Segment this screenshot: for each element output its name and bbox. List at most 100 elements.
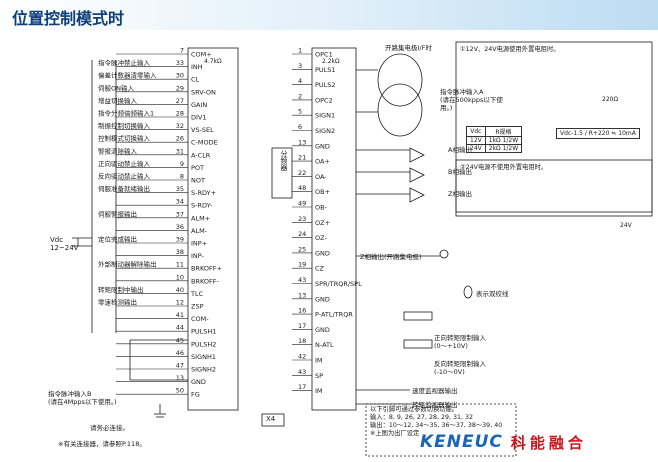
- pulse-input-a: 指令脉冲输入A (请在500kpps以下使用。): [440, 88, 510, 112]
- b-phase-label: B相输出: [448, 168, 472, 176]
- left-pin-name: SIGNH2: [191, 366, 216, 374]
- left-pin-number: 40: [176, 286, 184, 294]
- right-pin-number: 16: [298, 307, 306, 315]
- left-pin-number: 12: [176, 299, 184, 307]
- speed-monitor-label: 速度监视器输出: [412, 387, 458, 395]
- left-pin-number: 32: [176, 122, 184, 130]
- left-pin-number: 26: [176, 135, 184, 143]
- vdc-formula: Vdc-1.5 / R+220 ≒ 10mA: [556, 128, 640, 139]
- left-pin-desc: 指令脉冲禁止输入: [98, 58, 151, 67]
- left-pin-number: 27: [176, 97, 184, 105]
- note2-title: ②24V电源不使用外置电阻时。: [460, 164, 548, 171]
- left-pin-name: POT: [191, 164, 204, 172]
- right-pin-number: 25: [298, 245, 306, 253]
- right-pin-number: 4: [298, 77, 302, 85]
- right-pin-number: 6: [298, 123, 302, 131]
- note1-title: ①12V、24V电源使用外置电阻时。: [460, 46, 560, 53]
- title-bar: 位置控制模式时: [0, 0, 658, 30]
- right-pin-number: 43: [298, 276, 306, 284]
- left-pin-name: GND: [191, 378, 206, 386]
- left-pin-number: 34: [176, 198, 184, 206]
- right-pin-name: OPC2: [315, 96, 333, 104]
- left-pin-name: FG: [191, 391, 200, 399]
- left-pin-desc: 伺服准备就绪输出: [98, 184, 150, 193]
- left-pin-number: 13: [176, 374, 184, 382]
- left-pin-desc: 外部制动器解除输出: [98, 260, 157, 269]
- left-pin-desc: 正向驱动禁止输入: [98, 159, 151, 168]
- right-pin-name: CZ: [315, 265, 325, 273]
- divider-block: [271, 147, 293, 199]
- vdc-label: Vdc 12~24V: [50, 236, 78, 252]
- torque-monitor-label: 转矩监视器输出: [412, 401, 458, 409]
- vdc-range-text: 12~24V: [50, 244, 79, 252]
- neg-torque-limit: 反向转矩限制输入 (-10～0V): [434, 360, 486, 376]
- left-pin-number: 41: [176, 311, 184, 319]
- left-pin-desc: 偏差计数器清零输入: [98, 71, 157, 80]
- left-pin-number: 45: [176, 336, 184, 344]
- left-pin-name: BRKOFF-: [191, 277, 219, 285]
- right-pin-number: 48: [298, 184, 306, 192]
- right-connector-block: [311, 47, 357, 411]
- pos-torque-limit: 正向转矩限制输入 (0～+10V): [434, 334, 486, 350]
- right-pin-number: 17: [298, 322, 306, 330]
- logo-en-text: KENEUC: [420, 432, 503, 452]
- right-pin-name: IM: [315, 357, 323, 365]
- left-pin-number: 35: [176, 185, 184, 193]
- left-pin-name: C-MODE: [191, 139, 218, 147]
- left-pin-name: BRKOFF+: [191, 265, 222, 273]
- right-pin-number: 17: [298, 383, 306, 391]
- left-pin-desc: 伺服警报输出: [98, 209, 137, 218]
- right-pin-number: 21: [298, 154, 306, 162]
- divider-label: 分频器: [280, 150, 288, 171]
- z-open-label: Z相输出(开路集电极): [360, 253, 422, 261]
- left-pin-number: 10: [176, 273, 184, 281]
- right-pin-number: 42: [298, 353, 306, 361]
- z-phase-label: Z相输出: [448, 190, 472, 198]
- left-pin-number: 44: [176, 324, 184, 332]
- resistor-4-7k: 4.7kΩ: [204, 58, 222, 65]
- right-pin-number: 1: [298, 47, 302, 55]
- a-phase-label: A相输出: [448, 146, 472, 154]
- left-pin-number: 30: [176, 72, 184, 80]
- v24-label: 24V: [620, 222, 632, 229]
- left-pin-number: 47: [176, 362, 184, 370]
- pos-range-label: (0～+10V): [434, 342, 468, 350]
- resistor-2k2: 2.2kΩ: [322, 58, 340, 65]
- table-row: 24V 2kΩ 1/2W: [466, 144, 523, 153]
- left-pin-number: 9: [180, 160, 184, 168]
- left-pin-number: 28: [176, 110, 184, 118]
- left-pin-number: 8: [180, 173, 184, 181]
- left-pin-desc: 转矩限制中输出: [98, 285, 144, 294]
- right-pin-name: SP: [315, 372, 323, 380]
- page-title: 位置控制模式时: [12, 9, 125, 28]
- param-input: 输入：8, 9, 26, 27, 28, 29, 31, 32: [370, 414, 474, 421]
- left-pin-name: DIV1: [191, 114, 207, 122]
- left-pin-name: INP+: [191, 240, 207, 248]
- left-pin-name: S-RDY-: [191, 202, 213, 210]
- pulse-b-label: 指令脉冲输入B: [48, 390, 92, 398]
- table-cell: 2kΩ 1/2W: [484, 144, 523, 153]
- must-connect-label: 请务必连接。: [90, 424, 129, 432]
- right-pin-name: OA+: [315, 158, 330, 166]
- left-pin-desc: 指令分频倍频输入1: [98, 109, 154, 118]
